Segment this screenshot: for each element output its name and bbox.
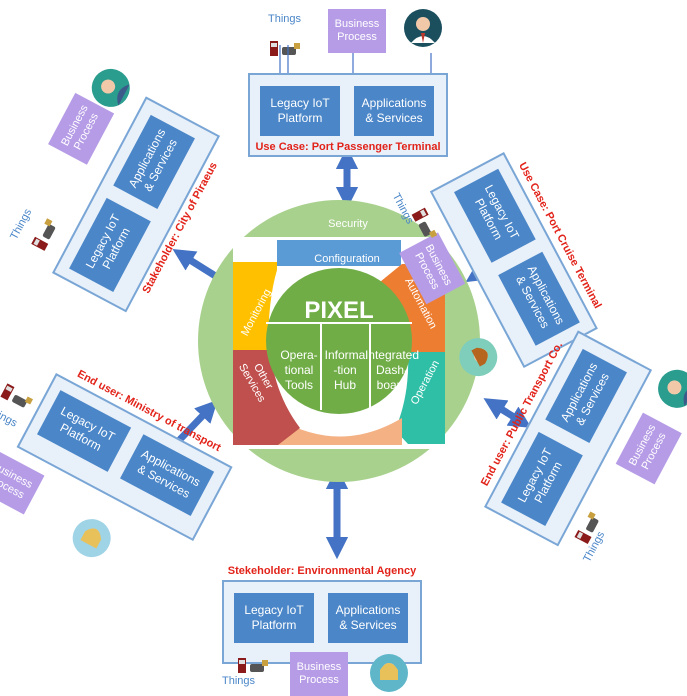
pixel-core	[266, 268, 412, 414]
sector-operation	[395, 352, 445, 444]
svg-text:-tion: -tion	[333, 363, 356, 377]
person-avatar-icon	[370, 654, 408, 692]
arrow-lower-right	[483, 398, 532, 428]
things-devices-icon	[574, 511, 599, 545]
applications-services: Applications& Services	[354, 86, 434, 136]
svg-text:board: board	[377, 378, 408, 392]
configuration-label: Configuration	[314, 253, 379, 265]
svg-text:Informa: Informa	[325, 348, 366, 362]
things-devices-icon	[31, 218, 56, 251]
things-devices-icon	[238, 658, 268, 673]
sector-data-analytics	[277, 418, 402, 445]
pixel-title: PIXEL	[304, 297, 373, 324]
svg-text:Hub: Hub	[334, 378, 356, 392]
things-devices-icon	[0, 383, 33, 408]
core-column-integrated-dashboard: Integrated Dash- board	[365, 348, 419, 392]
core-column-operational-tools: Opera- tional Tools	[280, 348, 317, 392]
sector-monitoring	[233, 262, 277, 350]
svg-text:tional: tional	[285, 363, 314, 377]
things-label: Things	[222, 675, 256, 687]
svg-text:Integrated: Integrated	[365, 348, 419, 362]
svg-text:Dash-: Dash-	[376, 363, 408, 377]
data-analytics-label: Data Analytics	[313, 417, 383, 429]
station-link-arrows	[279, 45, 432, 73]
person-avatar-icon	[72, 519, 111, 558]
things-label: Things	[268, 13, 302, 25]
station-title: Use Case: Port Passenger Terminal	[255, 141, 441, 153]
person-avatar-icon	[91, 68, 130, 107]
person-avatar-icon	[404, 9, 442, 47]
sector-other-services	[233, 350, 300, 445]
things-devices-icon	[270, 41, 300, 56]
things-devices-icon	[411, 207, 438, 238]
security-label: Security	[328, 218, 368, 230]
svg-text:Tools: Tools	[285, 378, 313, 392]
applications-services: Applications& Services	[328, 593, 408, 643]
svg-text:Opera-: Opera-	[280, 348, 317, 362]
core-column-information-hub: Informa -tion Hub	[325, 348, 366, 392]
station-title: Stekeholder: Environmental Agency	[227, 565, 417, 577]
sector-configuration	[277, 240, 401, 266]
person-avatar-icon	[459, 338, 498, 377]
